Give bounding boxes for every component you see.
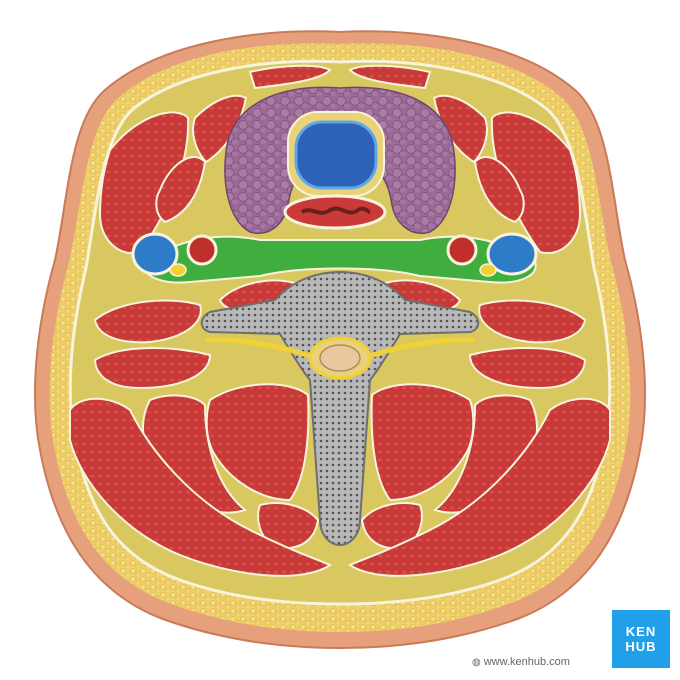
scalene-right [478, 299, 587, 344]
spinal-nerve-right [369, 337, 476, 359]
multifidus-right [360, 502, 423, 550]
cervical-vertebra [200, 270, 480, 547]
internal-jugular-vein-right [486, 232, 538, 276]
globe-icon: ◍ [472, 657, 481, 668]
esophagus-lumen [300, 206, 371, 215]
trapezius-left [69, 397, 332, 577]
trachea-lumen [294, 120, 378, 190]
strap-muscle-left-2 [155, 156, 207, 224]
source-url: ◍www.kenhub.com [472, 656, 602, 668]
common-carotid-artery-left [186, 234, 218, 266]
esophagus [283, 194, 387, 230]
semispinalis-right [370, 383, 475, 502]
vagus-nerve-left [169, 263, 187, 277]
platysma-left [248, 64, 332, 90]
levator-scapulae-right [468, 347, 587, 390]
prevertebral-fascia [143, 235, 537, 284]
trapezius-right [348, 397, 611, 577]
semispinalis-left [205, 383, 310, 502]
kenhub-logo: KEN HUB [612, 610, 670, 668]
sternocleidomastoid-left [98, 111, 190, 255]
source-url-text: www.kenhub.com [483, 656, 570, 668]
strap-muscle-right-2 [473, 156, 525, 224]
logo-line-2: HUB [625, 639, 657, 654]
common-carotid-artery-right [446, 234, 478, 266]
vagus-nerve-right [479, 263, 497, 277]
levator-scapulae-left [93, 347, 212, 390]
logo-line-1: KEN [625, 624, 657, 639]
spinal-nerve-left [204, 337, 311, 359]
multifidus-left [257, 502, 320, 550]
scalene-left [93, 299, 202, 344]
platysma-right [348, 64, 432, 90]
internal-jugular-vein-left [131, 232, 179, 276]
spinal-cord [319, 344, 361, 372]
sternocleidomastoid-right [490, 111, 582, 255]
